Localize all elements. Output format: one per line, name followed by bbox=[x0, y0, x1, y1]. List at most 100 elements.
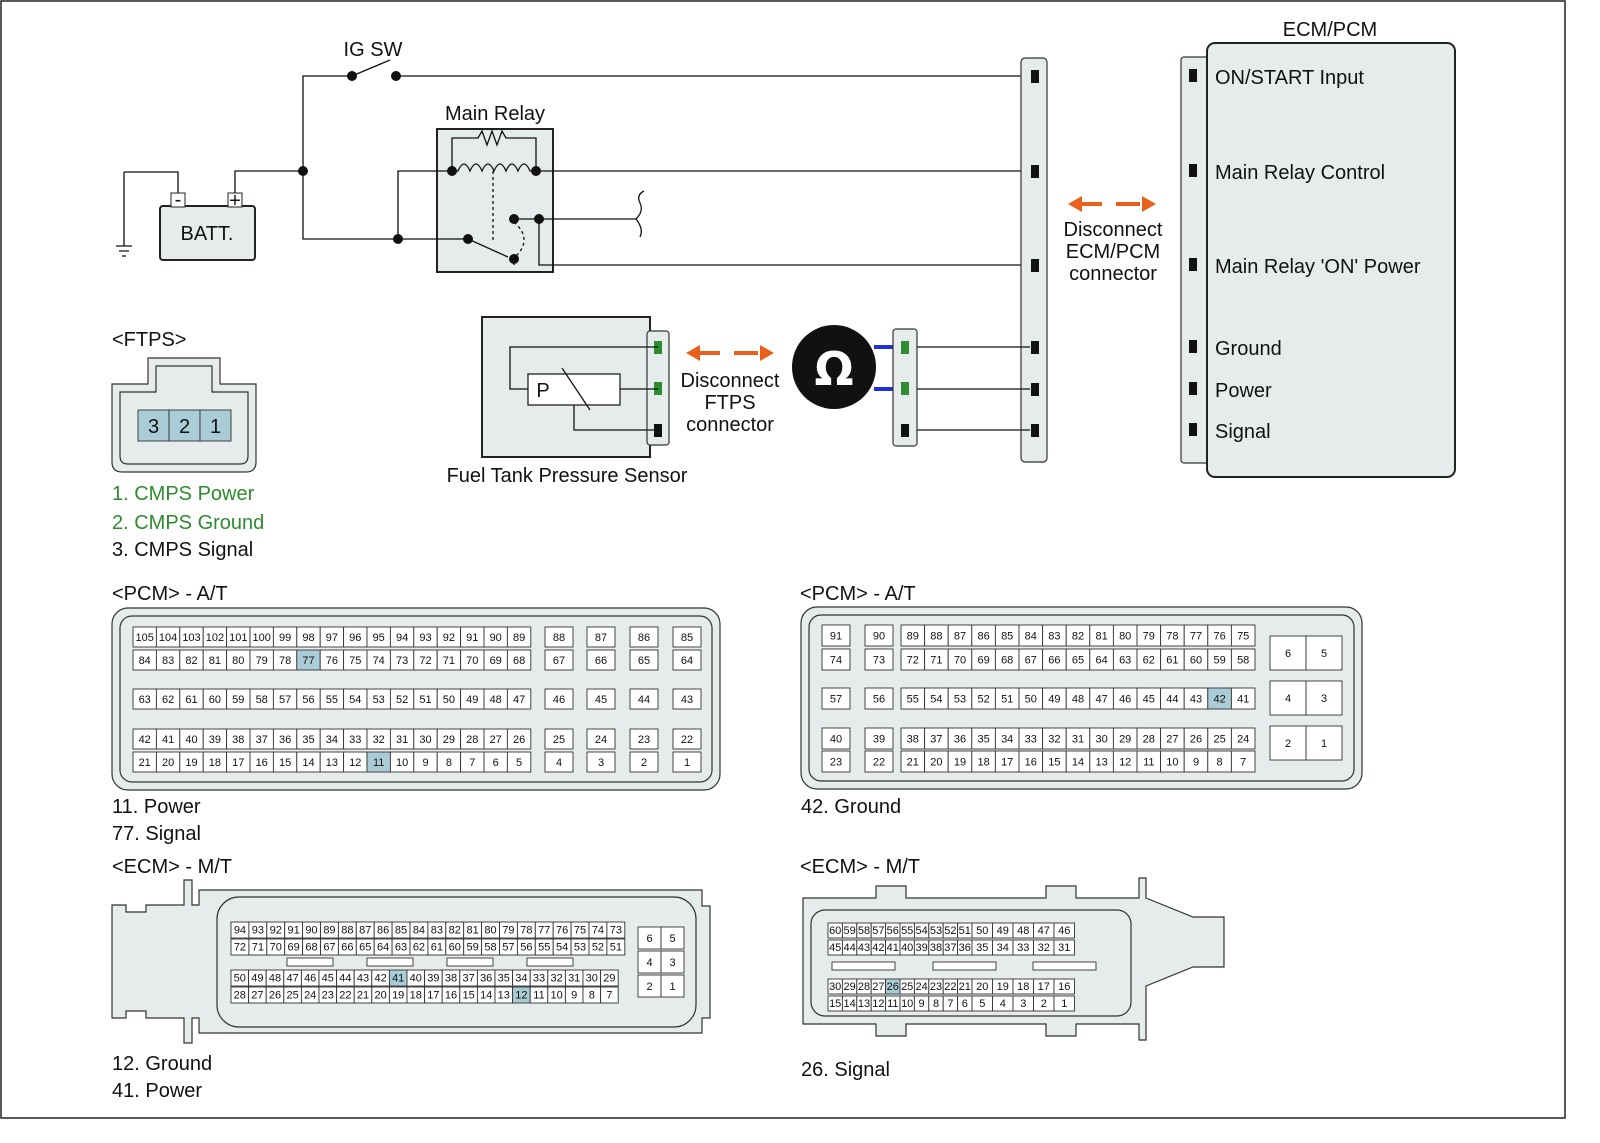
pcm-at-1-pin-label: 69 bbox=[490, 655, 502, 667]
ecm-mt-1-pin-label: 22 bbox=[339, 990, 351, 1002]
ftps-pin-cell bbox=[168, 409, 201, 442]
ecm-mt-1-pin-label: 63 bbox=[395, 942, 407, 954]
ecm-mt-1-pin-label: 2 bbox=[646, 981, 652, 993]
pcm-at-1-pin-label: 82 bbox=[185, 655, 197, 667]
pcm-at-1-pin-label: 17 bbox=[232, 757, 244, 769]
ecm-mt-2-pin-label: 14 bbox=[843, 998, 855, 1010]
pcm-at-2-pin-label: 5 bbox=[1321, 648, 1327, 660]
pcm-at-2-pin-22 bbox=[864, 750, 894, 773]
ecm-mt-1-pin-label: 55 bbox=[538, 942, 550, 954]
ecm-mt-1-pin-label: 30 bbox=[586, 973, 598, 985]
pcm-at-2-pin-label: 87 bbox=[954, 630, 966, 642]
pcm-at-1-pin-label: 57 bbox=[279, 694, 291, 706]
pcm-at-1-pin-label: 2 bbox=[641, 757, 647, 769]
ecm-mt-1-pin-label: 47 bbox=[286, 973, 298, 985]
ecm-mt-1-pin-label: 61 bbox=[431, 942, 443, 954]
ecm-mt-1-pin-label: 80 bbox=[484, 925, 496, 937]
ecm-mt-2-pin-label: 59 bbox=[843, 925, 855, 937]
pcm-at-2-pin-91 bbox=[821, 624, 851, 647]
ftps-pin-cell bbox=[199, 409, 232, 442]
ecm-mt-2-pin-label: 24 bbox=[915, 981, 927, 993]
ecm-mt-1-pin-label: 1 bbox=[669, 981, 675, 993]
ecm-mt-1-pin-label: 3 bbox=[669, 957, 675, 969]
pcm-at-2-pin-label: 43 bbox=[1190, 693, 1202, 705]
pcm-at-2-pin-label: 66 bbox=[1048, 654, 1060, 666]
ecm-mt-2-pin-31 bbox=[1053, 939, 1075, 956]
pcm-at-2-pin-label: 67 bbox=[1025, 654, 1037, 666]
pcm-at-1-pin-label: 38 bbox=[232, 734, 244, 746]
ecm-mt-2-pin-label: 30 bbox=[829, 981, 841, 993]
pcm-at-2-pin-label: 23 bbox=[830, 756, 842, 768]
pcm-at-1-pin-label: 86 bbox=[638, 632, 650, 644]
pcm-at-1-pin-label: 101 bbox=[229, 632, 247, 644]
pcm-at-1-pin-label: 85 bbox=[681, 632, 693, 644]
ecm-mt-1-pin-label: 69 bbox=[288, 942, 300, 954]
pcm-at-2-pin-label: 20 bbox=[930, 756, 942, 768]
ecm-mt-1-pin-label: 50 bbox=[234, 973, 246, 985]
pcm-at-2-pin-label: 51 bbox=[1001, 693, 1013, 705]
pressure-element bbox=[527, 373, 621, 406]
pcm-at-2-pin-label: 72 bbox=[907, 654, 919, 666]
ecm-mt-1-pin-label: 28 bbox=[234, 990, 246, 1002]
pcm-at-2-pin-label: 73 bbox=[873, 654, 885, 666]
ecm-mt-1-pin-29 bbox=[600, 969, 619, 987]
ecm-mt-1-pin-label: 21 bbox=[357, 990, 369, 1002]
harness-pin bbox=[1031, 70, 1039, 83]
pcm-at-1-pin-label: 32 bbox=[373, 734, 385, 746]
pcm-at-1-pin-label: 24 bbox=[595, 734, 607, 746]
pcm-at-1-pin-label: 90 bbox=[490, 632, 502, 644]
disconnect-ecm-line-3: connector bbox=[1069, 263, 1157, 285]
pcm-at-1-pin-label: 51 bbox=[419, 694, 431, 706]
pcm-at-1-pin-label: 15 bbox=[279, 757, 291, 769]
pcm-at-2-pin-label: 55 bbox=[907, 693, 919, 705]
ecm-mt-2-pin-label: 44 bbox=[843, 942, 855, 954]
pcm-at-2-pin-label: 4 bbox=[1285, 693, 1291, 705]
ecm-mt-1-pin-label: 73 bbox=[610, 925, 622, 937]
ecm-mt-2-pin-label: 46 bbox=[1058, 925, 1070, 937]
ecm-mt-2-pin-label: 50 bbox=[976, 925, 988, 937]
pcm-at-1-pin-3 bbox=[586, 751, 616, 773]
pcm-at-2-pin-label: 41 bbox=[1237, 693, 1249, 705]
ecm-mt-2-pin-label: 38 bbox=[930, 942, 942, 954]
ecm-mt-2-pin-label: 7 bbox=[947, 998, 953, 1010]
disconnect-ecm-line-2: ECM/PCM bbox=[1066, 241, 1160, 263]
ecm-mt-1-pin-label: 54 bbox=[556, 942, 568, 954]
pcm-at-1-pin-label: 34 bbox=[326, 734, 338, 746]
pcm-at-1-pin-label: 66 bbox=[595, 655, 607, 667]
ecm-mt-1-pin-label: 57 bbox=[502, 942, 514, 954]
pcm-at-1-pin-label: 102 bbox=[206, 632, 224, 644]
ecm-mt-2-legend-1: 26. Signal bbox=[801, 1059, 890, 1081]
ecm-mt-1-pin-label: 39 bbox=[427, 973, 439, 985]
ftps-pin-cell bbox=[137, 409, 170, 442]
battery bbox=[159, 205, 256, 261]
pcm-at-1-pin-label: 30 bbox=[419, 734, 431, 746]
ecm-mt-1-pin-label: 78 bbox=[520, 925, 532, 937]
pcm-at-2-pin-90 bbox=[864, 624, 894, 647]
ecm-mt-2-pin-label: 36 bbox=[959, 942, 971, 954]
pcm-at-2-pin-label: 35 bbox=[977, 733, 989, 745]
ecm-mt-1-pin-label: 26 bbox=[269, 990, 281, 1002]
pcm-at-2-pin-label: 52 bbox=[977, 693, 989, 705]
pcm-at-1-pin-label: 79 bbox=[256, 655, 268, 667]
pcm-at-2-pin-label: 42 bbox=[1213, 693, 1225, 705]
ecm-mt-2-pin-label: 45 bbox=[829, 942, 841, 954]
pcm-at-1-pin-label: 29 bbox=[443, 734, 455, 746]
pcm-at-1-pin-label: 25 bbox=[553, 734, 565, 746]
pcm-at-2-pin-label: 1 bbox=[1321, 738, 1327, 750]
ecm-mt-2-pin-label: 17 bbox=[1038, 981, 1050, 993]
ecm-mt-2-pin-label: 43 bbox=[858, 942, 870, 954]
harness-pin bbox=[1031, 341, 1039, 354]
ecm-mt-2-pin-label: 42 bbox=[872, 942, 884, 954]
ecm-mt-1-pin-label: 32 bbox=[550, 973, 562, 985]
battery-negative-terminal bbox=[170, 192, 186, 208]
pcm-at-1-pin-label: 14 bbox=[302, 757, 314, 769]
ftps-pin-label: 3 bbox=[148, 416, 159, 438]
ecm-mt-1-pin-label: 85 bbox=[395, 925, 407, 937]
pcm-at-2-pin-label: 62 bbox=[1143, 654, 1155, 666]
pcm-at-1-pin-label: 52 bbox=[396, 694, 408, 706]
